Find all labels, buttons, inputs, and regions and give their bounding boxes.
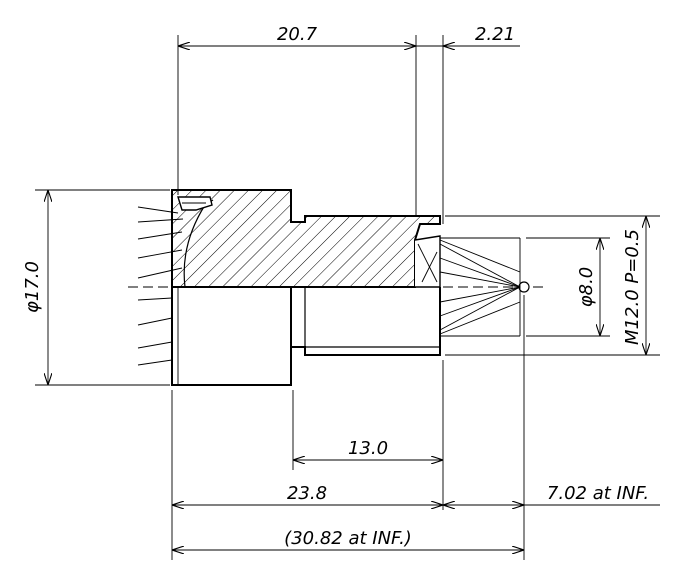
rear-lens-element (414, 235, 441, 288)
exit-rays (439, 237, 521, 337)
dim-label-back-focus: 7.02 at INF. (547, 483, 649, 504)
dim-label-top-right: 2.21 (475, 24, 515, 45)
dimension-lines (48, 46, 660, 550)
barrel-lower-outline (171, 287, 441, 386)
dim-label-overall-length: 23.8 (287, 483, 327, 504)
retaining-ring (177, 196, 213, 211)
focal-point (518, 281, 530, 293)
lens-barrel-section (171, 189, 441, 288)
dim-label-aperture-diameter: φ8.0 (576, 267, 597, 308)
incoming-rays (137, 206, 184, 366)
extension-lines (35, 35, 660, 560)
dim-label-top-length: 20.7 (277, 24, 318, 45)
dim-label-mount-length: 13.0 (348, 438, 388, 459)
dim-label-total-length: (30.82 at INF.) (284, 528, 412, 549)
dim-label-body-diameter: φ17.0 (22, 261, 43, 313)
dim-label-thread: M12.0 P=0.5 (622, 229, 643, 345)
